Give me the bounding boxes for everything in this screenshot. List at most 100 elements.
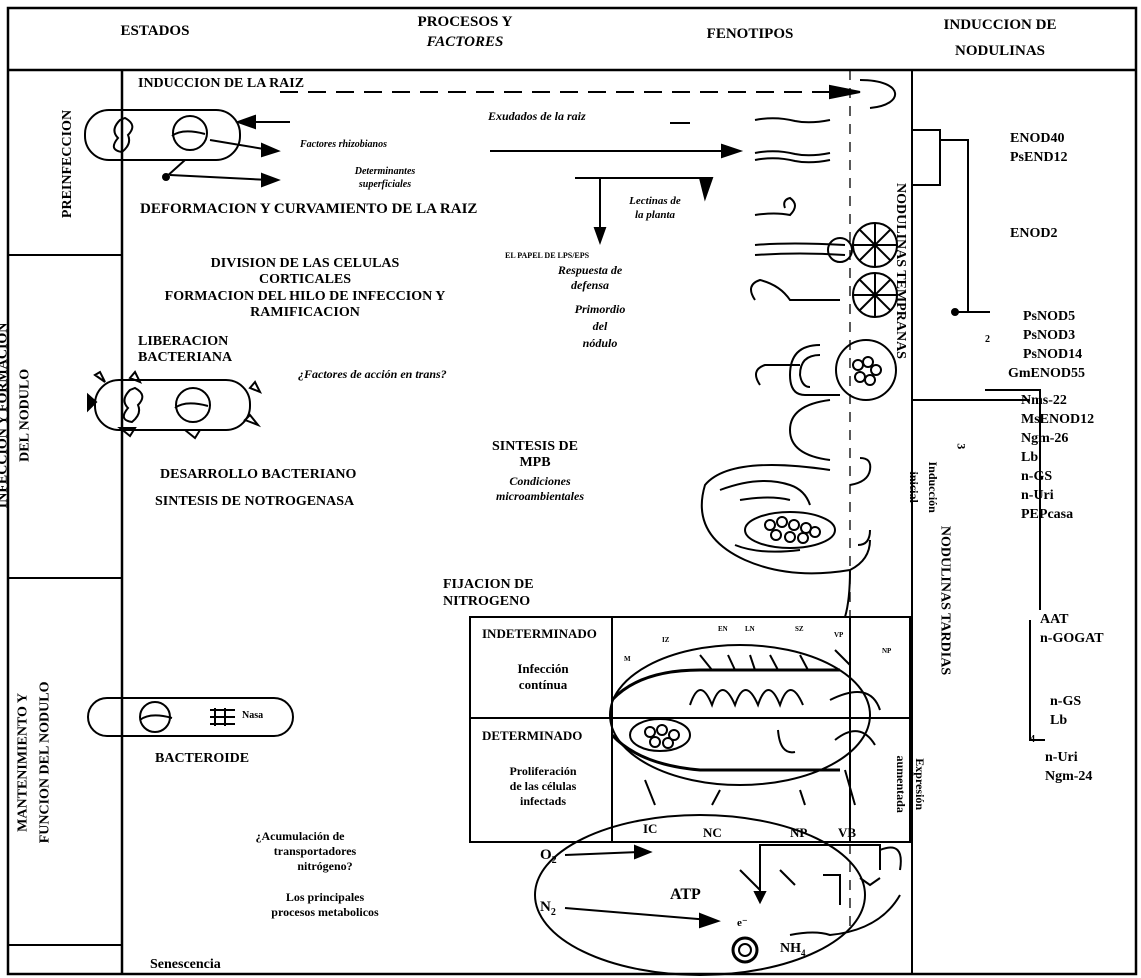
o2-label: O2 [540, 847, 557, 867]
nodulin-gene: Lb [1021, 450, 1039, 465]
sintesis-mpb-1: SINTESIS DE [492, 439, 578, 454]
n2-label: N2 [540, 899, 556, 919]
arrow-factores [209, 139, 271, 151]
nasa-label: Nasa [242, 710, 264, 721]
nodulinas-tardias: NODULINAS TARDIAS [937, 525, 953, 676]
nh4-label: NH4 [780, 941, 806, 958]
nodulin-gene: PsNOD3 [1023, 328, 1076, 343]
nh-symbol: NH [780, 941, 801, 956]
desarrollo: DESARROLLO BACTERIANO [160, 467, 357, 482]
sintesis-mpb-2: MPB [519, 455, 551, 470]
nodulin-gene: PEPcasa [1021, 507, 1074, 522]
acumulacion-3: nitrógeno? [297, 859, 353, 873]
header-procesos-1: PROCESOS Y [417, 14, 513, 30]
formacion-2: RAMIFICACION [250, 305, 360, 320]
deformacion: DEFORMACION Y CURVAMIENTO DE LA RAIZ [140, 201, 478, 217]
proliferacion-2: de las células [509, 779, 577, 793]
bacterium-infeccion [94, 379, 251, 431]
o2-subscript: 2 [551, 855, 557, 866]
root-hair-1 [754, 117, 831, 124]
exudados: Exudados de la raiz [488, 109, 586, 123]
induccion-inicial: Inducción inicial [904, 432, 942, 542]
induccion-inicial-line2: inicial [907, 471, 921, 503]
nodulin-gene: n-Uri [1021, 488, 1054, 503]
nodulin-gene: n-GOGAT [1040, 631, 1104, 646]
acumulacion-1: ¿Acumulación de [255, 829, 345, 843]
zone-label: SZ [795, 625, 804, 633]
bacterium-preinfeccion [84, 109, 241, 161]
infeccion-continua-1: Infección [517, 661, 569, 676]
nodulin-gene: n-GS [1050, 694, 1082, 709]
nodulinas-tempranas: NODULINAS TEMPRANAS [893, 183, 908, 359]
header-induccion-2: NODULINAS [954, 43, 1045, 59]
respuesta-1: Respuesta de [557, 263, 623, 277]
nodulin-gene: AAT [1040, 612, 1069, 627]
arrow-determinantes [169, 174, 271, 181]
lectinas-2: la planta [634, 209, 676, 221]
young-nodule [835, 339, 897, 401]
header-fenotipos: FENOTIPOS [706, 26, 794, 42]
proliferacion-3: infectads [520, 794, 566, 808]
respuesta-2: defensa [571, 278, 609, 292]
root-hair-curl [754, 196, 796, 217]
bacteria-cluster [744, 511, 836, 549]
division-1: DIVISION DE LAS CELULAS [210, 256, 400, 271]
stage-preinfeccion: PREINFECCION [60, 109, 75, 219]
stage-mantenimiento: MANTENIMIENTO Y FUNCION DEL NODULO [13, 647, 58, 877]
zone-label-np: NP [790, 825, 808, 840]
primordio-3: nódulo [582, 336, 618, 350]
nodulin-gene: PsEND12 [1010, 150, 1068, 165]
indeterminado: INDETERMINADO [482, 626, 597, 641]
marker-3: 3 [954, 443, 969, 450]
expresion-line2: aumentada [894, 755, 908, 813]
primordio-1: Primordio [574, 302, 626, 316]
root-tip-curl [859, 79, 897, 109]
induccion-raiz: INDUCCION DE LA RAIZ [138, 76, 305, 91]
senescencia: Senescencia [150, 957, 221, 972]
stage-infeccion: INFECCION Y FORMACION DEL NODULO [0, 300, 37, 530]
header-estados: ESTADOS [120, 23, 190, 39]
induccion-arrowhead [829, 84, 861, 100]
induccion-inicial-line1: Inducción [926, 461, 941, 513]
nodulin-gene: GmENOD55 [1008, 366, 1085, 381]
determinantes-1: Determinantes [354, 166, 416, 177]
marker-2: 2 [985, 334, 990, 345]
stage-mantenimiento-line2: FUNCION DEL NODULO [38, 681, 53, 844]
determinado: DETERMINADO [482, 728, 583, 743]
marker-4: 4 [1030, 734, 1035, 745]
zone-label: EN [718, 625, 728, 633]
zone-label-vb: VB [838, 825, 857, 840]
nodulin-gene: PsNOD14 [1023, 347, 1083, 362]
liberacion-2: BACTERIANA [138, 350, 233, 365]
nodulin-gene: Lb [1050, 713, 1068, 728]
lectinas-1: Lectinas de [629, 195, 681, 207]
metabolism-ellipse [534, 814, 866, 976]
root-body [788, 399, 831, 461]
nodulin-gene: Ngm-26 [1021, 431, 1069, 446]
primordio-2: del [592, 319, 608, 333]
stage-infeccion-line1: INFECCION Y FORMACION [0, 322, 11, 509]
outer-frame [6, 6, 1138, 976]
nodule-cross-section [609, 644, 871, 786]
nodulin-gene: Ngm-24 [1045, 769, 1093, 784]
factores-rhizobianos: Factores rhizobianos [300, 139, 387, 150]
nodulin-gene: n-Uri [1045, 750, 1078, 765]
acumulacion-2: transportadores [273, 844, 357, 858]
proliferacion-1: Proliferación [509, 764, 577, 778]
nodulin-gene: ENOD2 [1010, 226, 1058, 241]
zone-label: NP [882, 647, 892, 655]
nodulin-gene: PsNOD5 [1023, 309, 1076, 324]
division-2: CORTICALES [258, 272, 352, 287]
zone-label: M [624, 655, 631, 663]
expresion-aumentada: Expresión aumentada [891, 729, 929, 839]
factores-trans: ¿Factores de acción en trans? [298, 367, 447, 381]
sintesis-nitro: SINTESIS DE NOTROGENASA [155, 494, 355, 509]
zone-label: IZ [662, 636, 670, 644]
papel-eps: EL PAPEL DE LPS/EPS [505, 251, 590, 260]
n2-symbol: N [540, 899, 551, 915]
nodulin-gene: MsENOD12 [1021, 412, 1095, 427]
fijacion-2: NITROGENO [443, 594, 531, 609]
zone-label-nc: NC [703, 825, 722, 840]
condiciones-2: microambientales [496, 489, 584, 503]
